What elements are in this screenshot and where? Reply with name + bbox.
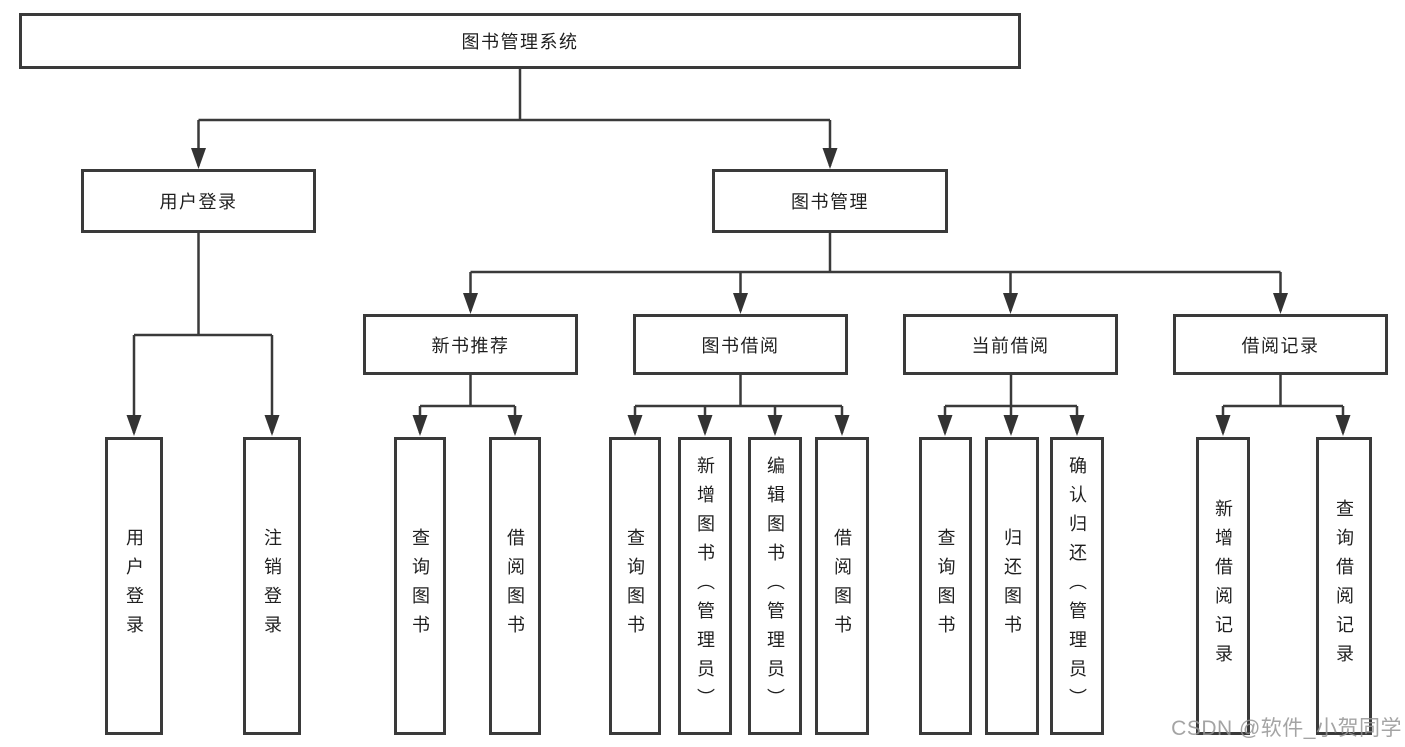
arrow-icon bbox=[834, 415, 850, 436]
arrow-icon bbox=[937, 415, 953, 436]
edge-records-to-leaves bbox=[1221, 375, 1345, 433]
arrow-icon bbox=[1215, 415, 1231, 436]
arrow-icon bbox=[1069, 415, 1085, 436]
leaf-user-login: 用户登录 bbox=[105, 437, 163, 735]
edge-borrow-to-leaves bbox=[633, 375, 844, 433]
arrow-icon bbox=[1003, 293, 1018, 314]
leaf-query-books-recommend: 查询图书 bbox=[394, 437, 446, 735]
node-current-borrowing: 当前借阅 bbox=[903, 314, 1118, 375]
arrow-icon bbox=[507, 415, 523, 436]
arrow-icon bbox=[1003, 415, 1019, 436]
leaf-add-books-admin: 新增图书（管理员） bbox=[678, 437, 732, 735]
leaf-query-books-borrow: 查询图书 bbox=[609, 437, 661, 735]
node-new-book-recommendation: 新书推荐 bbox=[363, 314, 578, 375]
leaf-borrow-books-recommend: 借阅图书 bbox=[489, 437, 541, 735]
leaf-query-books-current: 查询图书 bbox=[919, 437, 972, 735]
leaf-confirm-return-admin: 确认归还（管理员） bbox=[1050, 437, 1104, 735]
arrow-icon bbox=[126, 415, 142, 436]
arrow-icon bbox=[822, 148, 838, 169]
leaf-add-borrow-record: 新增借阅记录 bbox=[1196, 437, 1250, 735]
arrow-icon bbox=[697, 415, 713, 436]
watermark-text: CSDN @软件_小贺同学 bbox=[1171, 717, 1402, 740]
edge-userlogin-to-leaves bbox=[132, 233, 274, 433]
edge-bookmgmt-to-level3 bbox=[469, 233, 1282, 311]
arrow-icon bbox=[191, 148, 206, 169]
node-book-management: 图书管理 bbox=[712, 169, 948, 233]
edge-newbook-to-leaves bbox=[418, 375, 517, 433]
arrow-icon bbox=[733, 293, 748, 314]
leaf-query-borrow-record: 查询借阅记录 bbox=[1316, 437, 1372, 735]
edge-root-to-level2 bbox=[197, 69, 832, 166]
arrow-icon bbox=[463, 293, 478, 314]
arrow-icon bbox=[767, 415, 783, 436]
arrow-icon bbox=[627, 415, 643, 436]
node-book-borrowing: 图书借阅 bbox=[633, 314, 848, 375]
leaf-borrow-books: 借阅图书 bbox=[815, 437, 869, 735]
leaf-return-books: 归还图书 bbox=[985, 437, 1039, 735]
leaf-logout: 注销登录 bbox=[243, 437, 301, 735]
arrow-icon bbox=[1273, 293, 1288, 314]
node-borrowing-records: 借阅记录 bbox=[1173, 314, 1388, 375]
arrow-heads bbox=[126, 148, 1351, 436]
arrow-icon bbox=[1335, 415, 1351, 436]
arrow-icon bbox=[412, 415, 428, 436]
arrow-icon bbox=[264, 415, 280, 436]
node-library-management-system: 图书管理系统 bbox=[19, 13, 1021, 69]
node-user-login: 用户登录 bbox=[81, 169, 316, 233]
leaf-edit-books-admin: 编辑图书（管理员） bbox=[748, 437, 802, 735]
